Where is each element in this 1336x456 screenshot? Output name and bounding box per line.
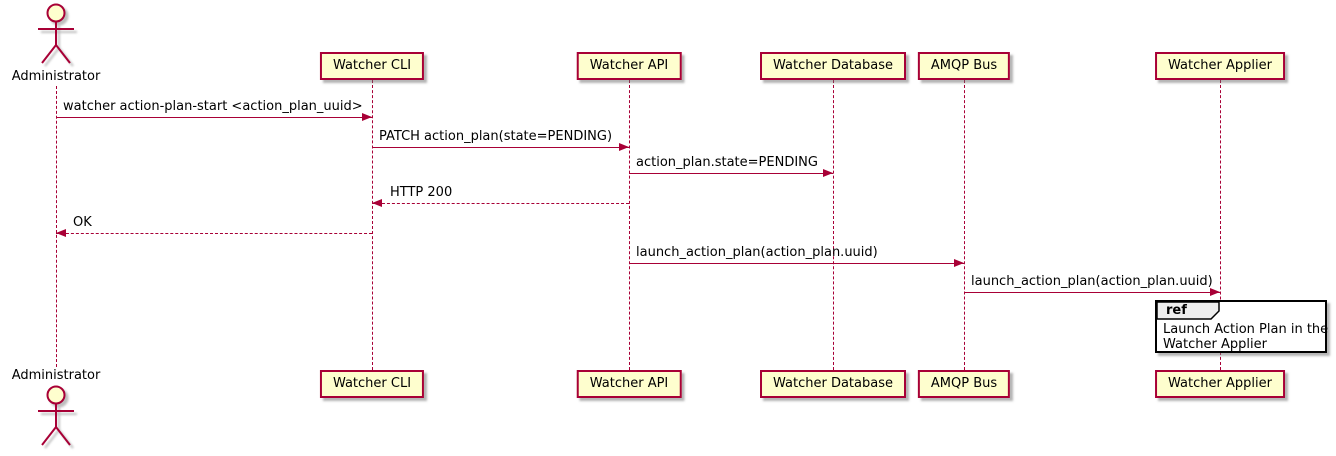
actor-icon	[38, 385, 74, 446]
participant-watcher-cli-top: Watcher CLI	[319, 52, 425, 80]
participant-watcher-database-top: Watcher Database	[760, 52, 906, 80]
message-line	[629, 263, 964, 264]
ref-header-pentagon-icon	[1156, 301, 1220, 320]
message-label: HTTP 200	[390, 185, 453, 200]
participant-watcher-api-bottom: Watcher API	[576, 370, 682, 398]
actor-label: Administrator	[11, 368, 101, 383]
message-label: watcher action-plan-start <action_plan_u…	[63, 99, 363, 114]
ref-fragment: ref Launch Action Plan in the Watcher Ap…	[1155, 300, 1328, 353]
message-line	[964, 292, 1220, 293]
message-line	[372, 147, 629, 148]
ref-keyword: ref	[1166, 303, 1187, 318]
message-label: OK	[73, 215, 92, 230]
lifeline-watcher-database	[833, 80, 834, 370]
lifeline-watcher-applier	[1220, 80, 1221, 370]
participant-amqp-bus-top: AMQP Bus	[917, 52, 1011, 80]
actor-administrator-bottom	[31, 384, 81, 454]
arrowhead-right-icon	[1210, 288, 1220, 296]
arrowhead-right-icon	[954, 259, 964, 267]
lifeline-watcher-api	[629, 80, 630, 370]
actor-label: Administrator	[11, 69, 101, 84]
message-line	[56, 233, 372, 234]
lifeline-watcher-cli	[372, 80, 373, 370]
message-label: launch_action_plan(action_plan.uuid)	[971, 274, 1213, 289]
arrowhead-right-icon	[362, 113, 372, 121]
message-line	[372, 203, 629, 204]
arrowhead-left-icon	[372, 199, 382, 207]
ref-text: Launch Action Plan in the Watcher Applie…	[1163, 322, 1328, 352]
message-line	[56, 117, 372, 118]
participant-watcher-cli-bottom: Watcher CLI	[319, 370, 425, 398]
participant-watcher-api-top: Watcher API	[576, 52, 682, 80]
participant-amqp-bus-bottom: AMQP Bus	[917, 370, 1011, 398]
participant-watcher-database-bottom: Watcher Database	[760, 370, 906, 398]
actor-icon	[38, 3, 74, 64]
message-label: PATCH action_plan(state=PENDING)	[379, 129, 613, 144]
arrowhead-left-icon	[56, 229, 66, 237]
actor-administrator-top	[31, 2, 81, 72]
message-line	[629, 173, 833, 174]
arrowhead-right-icon	[619, 143, 629, 151]
message-label: launch_action_plan(action_plan.uuid)	[636, 245, 878, 260]
lifeline-administrator	[56, 86, 57, 367]
arrowhead-right-icon	[823, 169, 833, 177]
participant-watcher-applier-top: Watcher Applier	[1155, 52, 1285, 80]
participant-watcher-applier-bottom: Watcher Applier	[1155, 370, 1285, 398]
lifeline-amqp-bus	[964, 80, 965, 370]
ref-text-line: Launch Action Plan in the	[1163, 322, 1329, 337]
ref-text-line: Watcher Applier	[1163, 337, 1267, 352]
message-label: action_plan.state=PENDING	[636, 155, 818, 170]
